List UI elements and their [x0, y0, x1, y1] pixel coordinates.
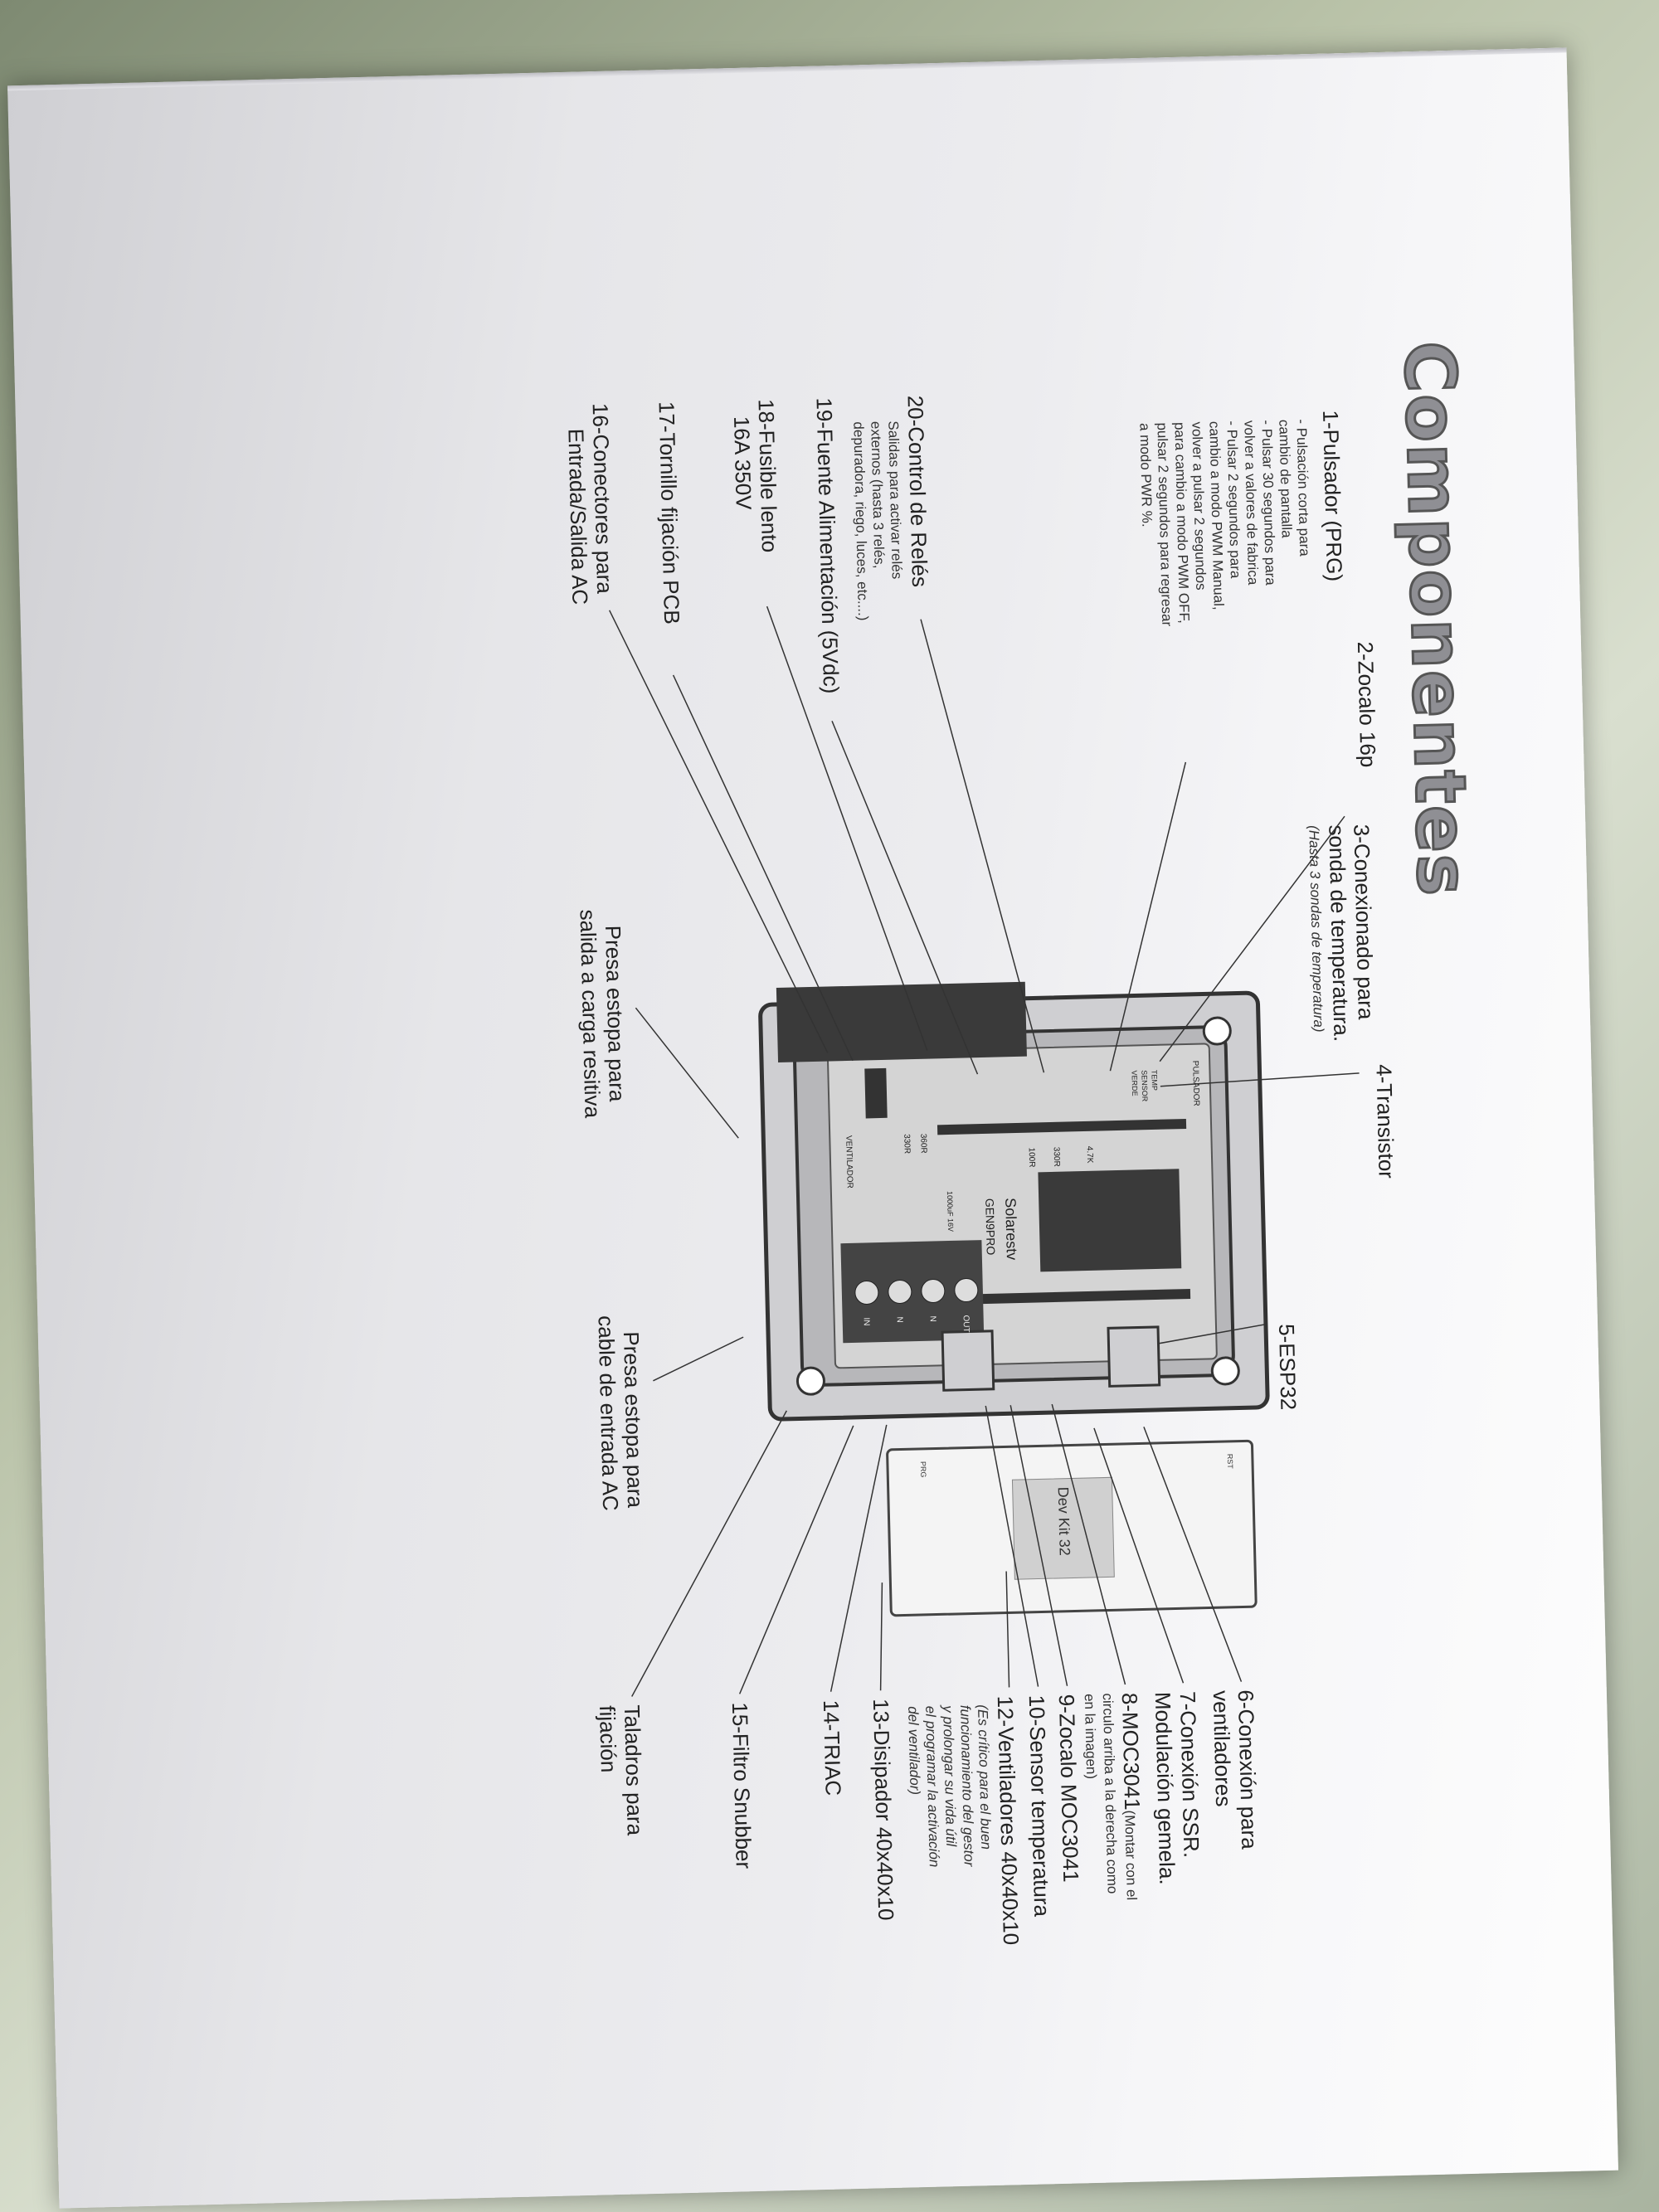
- leader-line: [830, 1424, 888, 1692]
- silk-resistor-360r: 360R: [918, 1134, 928, 1154]
- esp-header-right: [941, 1288, 1191, 1305]
- leader-line: [1093, 1427, 1185, 1684]
- silk-n-2: N: [895, 1316, 904, 1323]
- mounting-hole: [795, 1366, 825, 1396]
- relay-module: [1038, 1169, 1182, 1272]
- silk-in: IN: [862, 1317, 871, 1325]
- leader-line: [831, 721, 979, 1075]
- cable-gland-in: [941, 1330, 995, 1392]
- leader-line: [672, 674, 854, 1062]
- silk-resistor-330r-2: 330R: [902, 1134, 912, 1154]
- silk-temp: TEMP: [1150, 1070, 1159, 1091]
- fold-crease: [7, 47, 1567, 91]
- leader-line: [609, 610, 829, 1053]
- terminal-screw: [888, 1279, 912, 1304]
- silk-ventilador: VENTILADOR: [844, 1135, 854, 1189]
- heatsink: [776, 975, 1027, 1063]
- silk-resistor-100r: 100R: [1027, 1147, 1037, 1167]
- triac: [864, 1067, 888, 1119]
- mounting-hole: [1202, 1016, 1232, 1046]
- terminal-screw: [921, 1279, 946, 1304]
- leader-line: [1159, 815, 1345, 1062]
- leader-line: [1143, 1427, 1243, 1682]
- silk-brand: Solarestv: [1002, 1198, 1020, 1261]
- leader-line: [766, 605, 928, 1051]
- rotated-page-content: Componentes 1-Pulsador (PRG) - Pulsación…: [563, 239, 1574, 1946]
- leader-line: [985, 1405, 1039, 1687]
- leader-line: [1160, 1072, 1360, 1087]
- silk-capacitor: 1000uF 16V: [946, 1191, 955, 1232]
- leader-line: [1109, 761, 1187, 1072]
- leader-line: [879, 1582, 883, 1691]
- board-diagram: Solarestv GEN9PRO PULSADOR TEMP SENSOR V…: [758, 975, 1270, 1617]
- silk-verde: VERDE: [1130, 1070, 1139, 1096]
- module-pin-rst: RST: [1226, 1454, 1234, 1470]
- screw-terminal: [840, 1240, 985, 1344]
- devkit-label: Dev Kit 32: [1055, 1487, 1073, 1557]
- silk-out: OUT: [961, 1315, 971, 1332]
- terminal-screw: [854, 1280, 879, 1305]
- leader-line: [653, 1336, 744, 1382]
- silk-n: N: [928, 1315, 937, 1322]
- silk-sensor: SENSOR: [1140, 1070, 1149, 1102]
- leader-line: [738, 1425, 854, 1694]
- silk-resistor-47k: 4.7K: [1085, 1146, 1095, 1164]
- cable-gland-out: [1107, 1325, 1161, 1388]
- leader-line: [1005, 1571, 1010, 1688]
- leader-line: [1010, 1405, 1068, 1686]
- silk-resistor-330r: 330R: [1052, 1147, 1062, 1167]
- leader-line: [1051, 1403, 1126, 1685]
- silk-model: GEN9PRO: [983, 1198, 998, 1256]
- leader-lines: [609, 605, 1360, 1697]
- leader-line: [635, 1007, 739, 1139]
- leader-line: [920, 619, 1045, 1073]
- module-pin-prg: PRG: [919, 1461, 927, 1478]
- mounting-hole: [1210, 1356, 1240, 1386]
- terminal-screw: [954, 1278, 979, 1303]
- leader-line: [1158, 1323, 1267, 1344]
- instruction-sheet: Componentes 1-Pulsador (PRG) - Pulsación…: [7, 47, 1618, 2209]
- devkit-label-box: [1011, 1476, 1115, 1580]
- leader-line: [631, 1410, 787, 1697]
- esp-header-left: [937, 1119, 1187, 1135]
